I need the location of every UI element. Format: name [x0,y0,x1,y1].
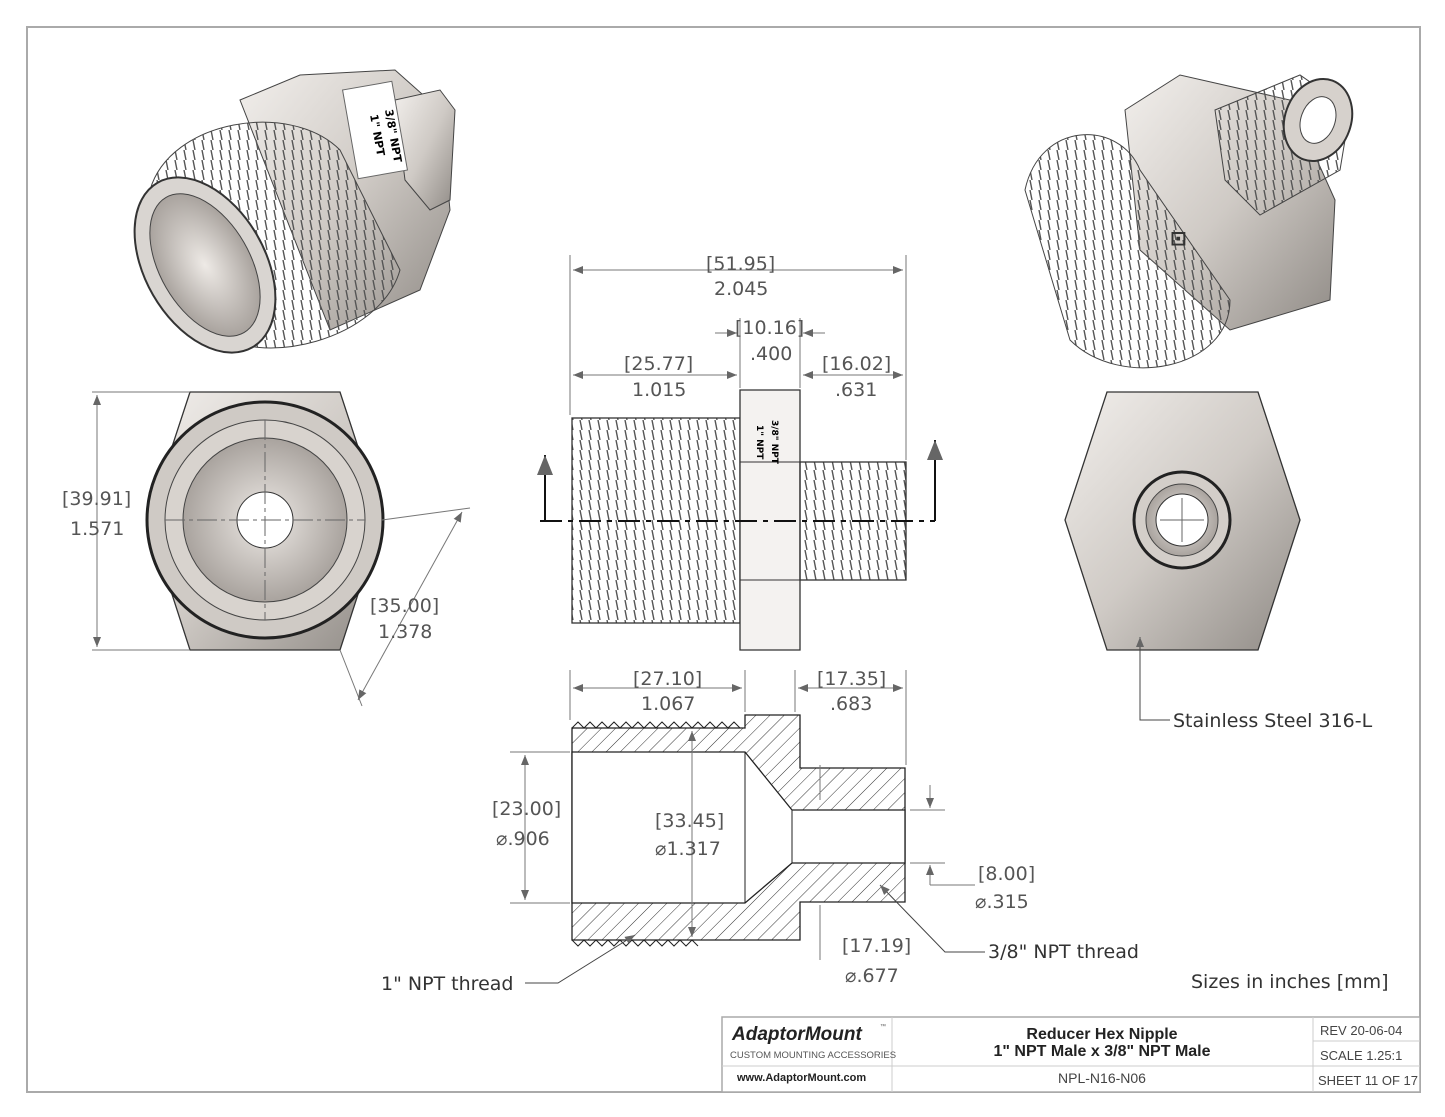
dim-in: 1.378 [378,621,432,643]
section-view-dimensions: [27.10] 1.067 [17.35] .683 [23.00] ⌀.906… [492,668,1035,987]
large-thread-note: 1" NPT thread [381,973,513,995]
thread-callouts: 1" NPT thread 3/8" NPT thread Sizes in i… [381,884,1389,995]
material-callout: Stainless Steel 316-L [1136,637,1373,732]
dim-in: .631 [835,379,877,401]
material-note: Stainless Steel 316-L [1173,710,1373,732]
logo-marking-icon: ⊡ [1170,226,1187,250]
dim-mm: [17.35] [817,668,886,690]
small-thread-note: 3/8" NPT thread [988,941,1139,963]
dim-in: 1.015 [632,379,686,401]
dim-in: ⌀.906 [496,828,550,850]
side-hex-marking-1: 1" NPT [754,425,764,460]
dim-mm: [27.10] [633,668,702,690]
brand-tagline: CUSTOM MOUNTING ACCESSORIES [730,1050,896,1061]
title-block: AdaptorMount ™ CUSTOM MOUNTING ACCESSORI… [721,1016,1421,1093]
dim-in: 1.067 [641,693,695,715]
dim-mm: [8.00] [978,863,1035,885]
website-link[interactable]: www.AdaptorMount.com [736,1072,866,1084]
dim-mm: [10.16] [735,317,804,339]
dim-in: ⌀.677 [845,965,899,987]
dim-mm: [51.95] [706,253,775,275]
dim-mm: [25.77] [624,353,693,375]
side-hex-marking-2: 3/8" NPT [769,420,779,465]
section-view [571,714,906,947]
dim-mm: [33.45] [655,810,724,832]
scale: SCALE 1.25:1 [1320,1048,1402,1063]
dim-in: .400 [750,343,792,365]
dim-in: ⌀.315 [975,891,1029,913]
isometric-view-small-end: ⊡ [1024,74,1354,369]
dim-mm: [17.19] [842,935,911,957]
units-note: Sizes in inches [mm] [1191,971,1389,993]
drawing-subtitle: 1" NPT Male x 3/8" NPT Male [993,1043,1210,1060]
dim-in: 1.571 [70,518,124,540]
dim-mm: [16.02] [822,353,891,375]
dim-in: .683 [830,693,872,715]
hex-corner-dimension: [39.91] 1.571 [62,391,190,651]
sheet-number: SHEET 11 OF 17 [1318,1073,1418,1088]
front-view-large-end [145,391,385,651]
drawing-title: Reducer Hex Nipple [1026,1026,1177,1043]
trademark: ™ [880,1023,886,1030]
dim-mm: [23.00] [492,798,561,820]
dim-in: ⌀1.317 [655,838,721,860]
side-view-dimensions: [51.95] 2.045 [10.16] .400 [25.77] 1.015… [569,253,907,460]
dim-in: 2.045 [714,278,768,300]
dim-mm: [35.00] [370,595,439,617]
side-view: 1" NPT 3/8" NPT [537,389,943,651]
revision: REV 20-06-04 [1320,1023,1402,1038]
dim-mm: [39.91] [62,488,131,510]
front-view-small-end [1064,391,1301,651]
hex-flats-dimension: [35.00] 1.378 [339,507,471,707]
isometric-view-large-end: 1" NPT 3/8" NPT [133,69,456,354]
part-number: NPL-N16-N06 [1058,1070,1146,1086]
brand-logo: AdaptorMount [731,1024,862,1045]
